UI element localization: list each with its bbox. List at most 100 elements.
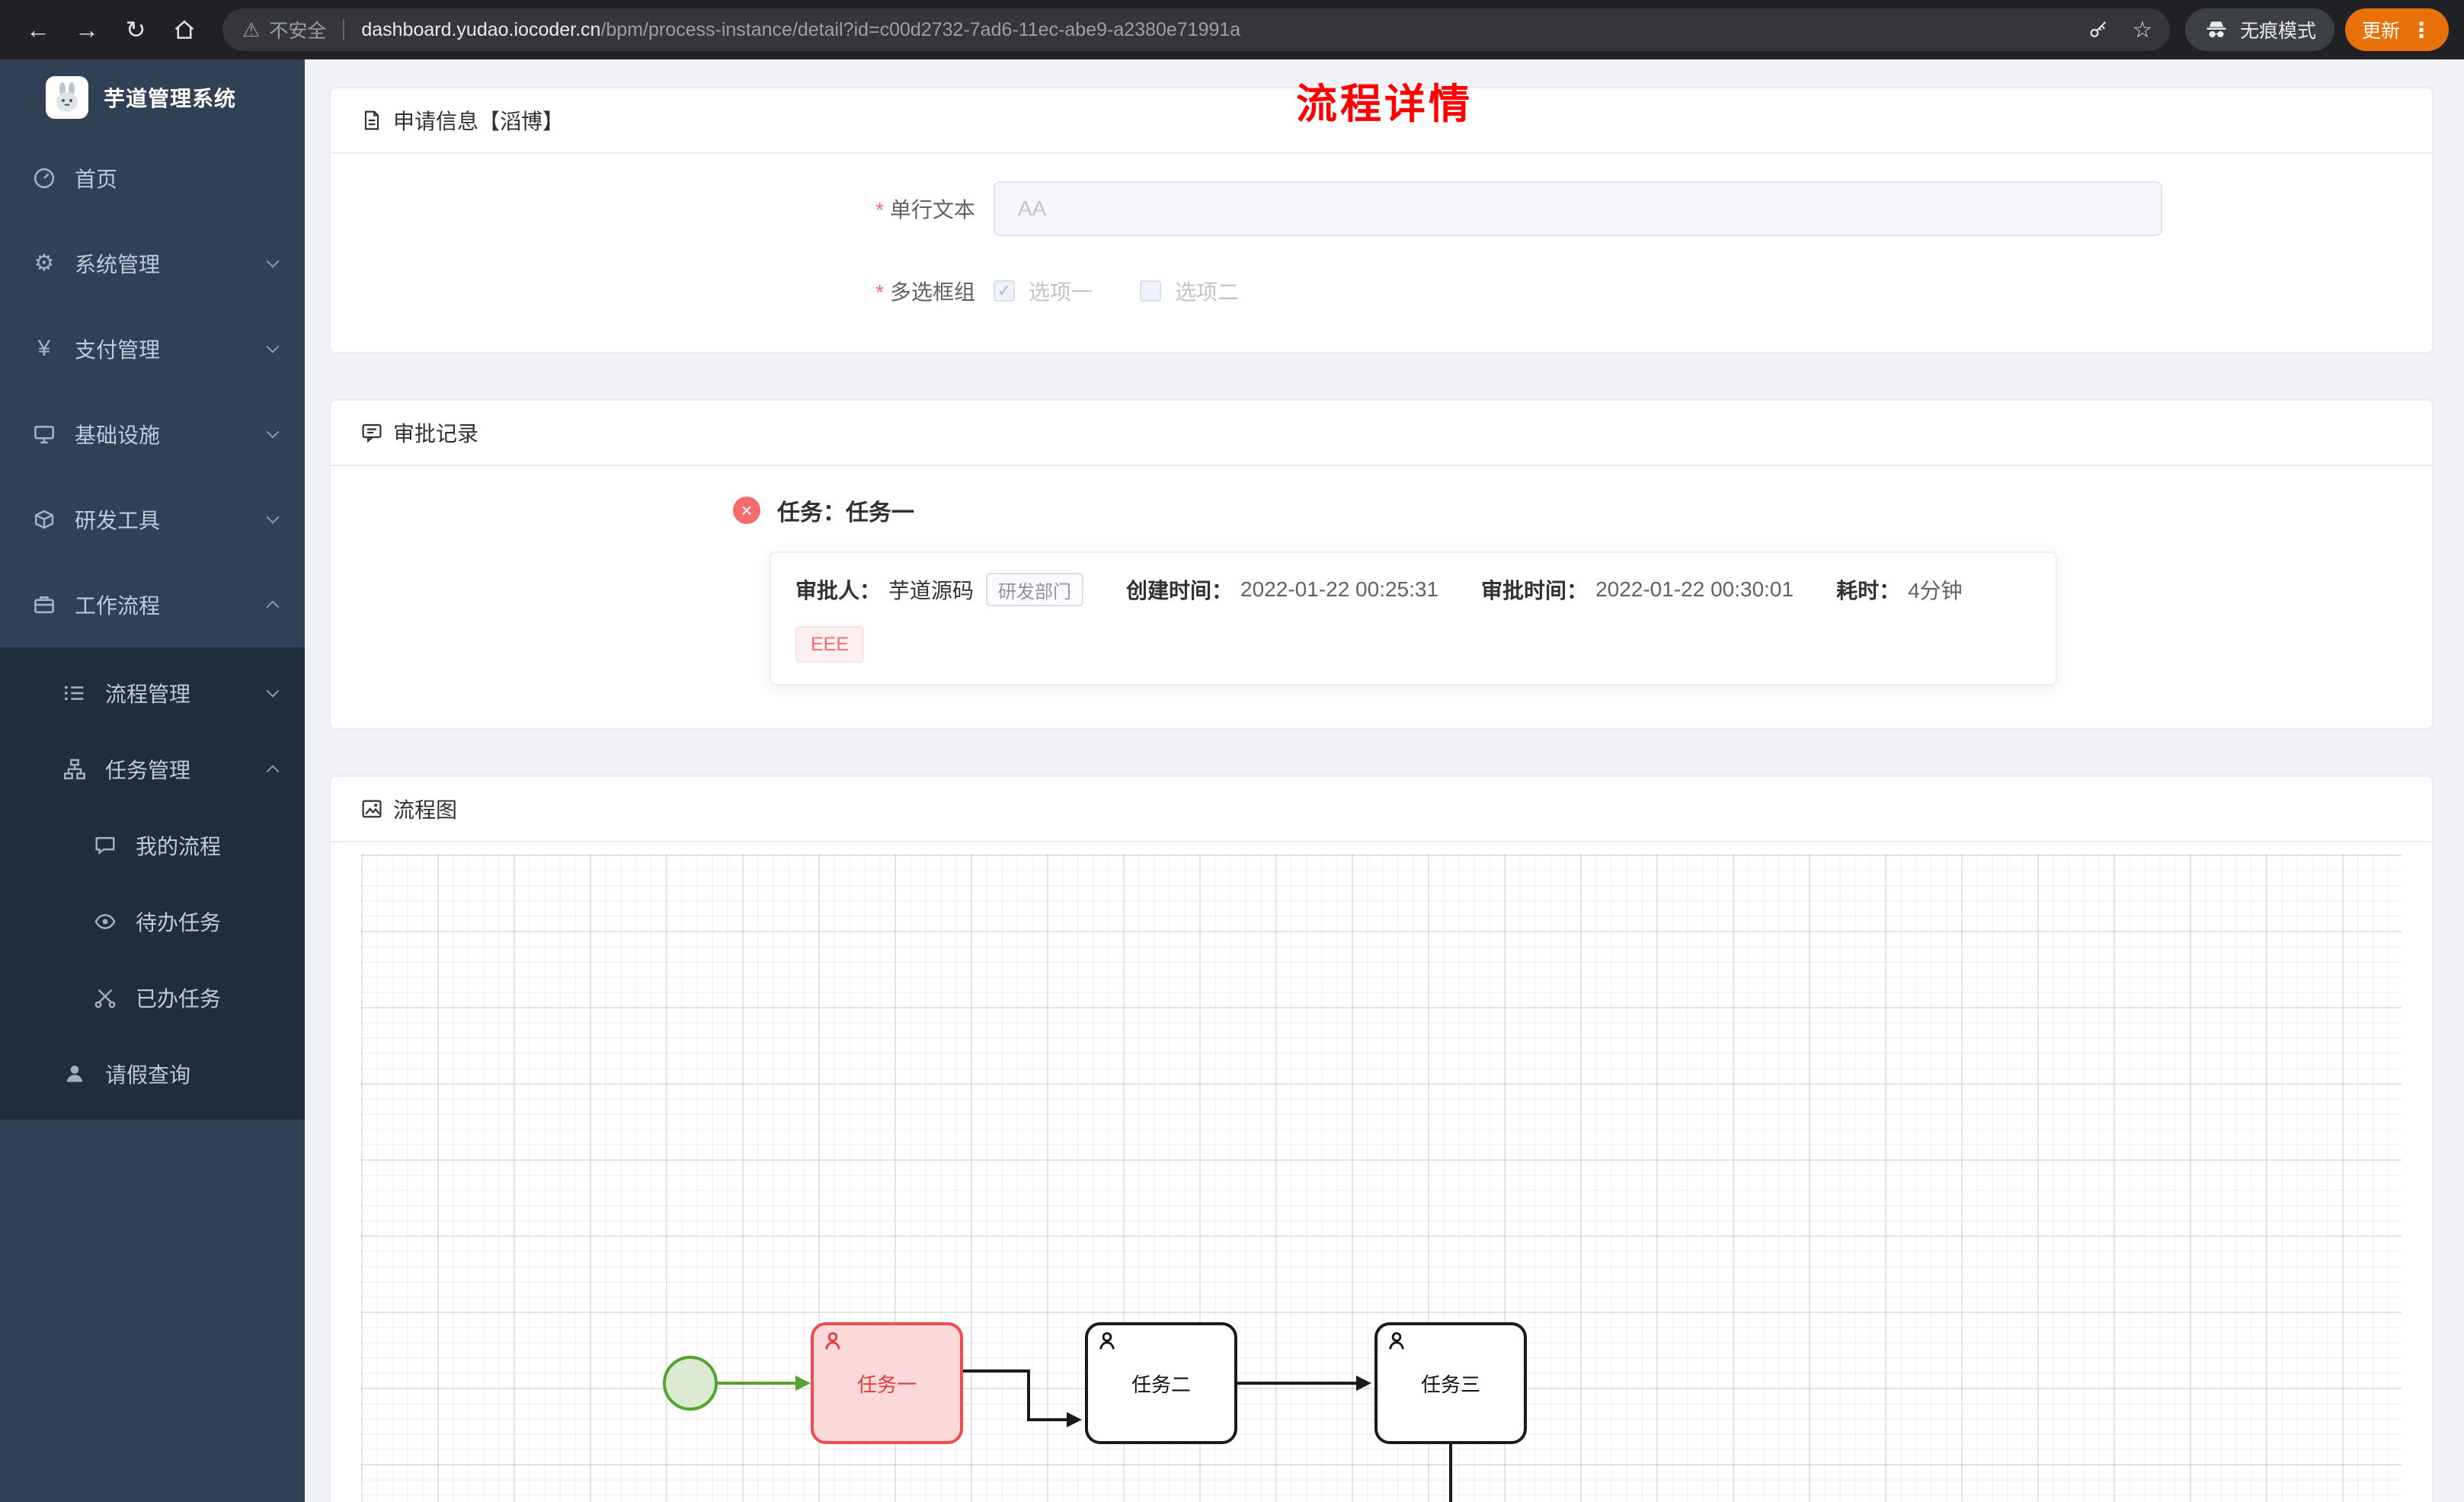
dashboard-icon [32,167,56,190]
task-label: 任务三 [1420,1373,1480,1396]
comment-icon [93,834,117,857]
back-icon[interactable]: ← [26,15,50,43]
duration-value: 4分钟 [1908,579,1963,602]
browser-toolbar: ← → ↻ ⚠ 不安全 dashboard.yudao.iocoder.cn/b… [0,0,2464,59]
approval-record-card: 审批记录 × 任务：任务一 审批人： 芋道源码 研发部门 创建时间： 2022-… [329,399,2434,730]
main-content: 流程详情 申请信息【滔博】 *单行文本 *多选框组 ✓ 选项一 选项二 [305,59,2464,1502]
sidebar-item-infrastructure[interactable]: 基础设施 [0,391,305,477]
sidebar-item-leave-query[interactable]: 请假查询 [0,1036,305,1112]
gear-icon: ⚙ [34,251,55,276]
briefcase-icon [32,593,56,616]
approval-meta-row: 审批人： 芋道源码 研发部门 创建时间： 2022-01-22 00:25:31… [795,573,2031,606]
timeline-task: × 任务：任务一 [733,494,2402,527]
field-label-text: 多选框组 [889,280,975,304]
approval-record-body: × 任务：任务一 审批人： 芋道源码 研发部门 创建时间： 2022-01-22… [331,466,2432,728]
app-title: 芋道管理系统 [104,87,237,110]
process-diagram-header: 流程图 [331,777,2432,842]
sidebar-item-label: 支付管理 [75,338,161,362]
browser-menu-icon[interactable]: ⋮ [2411,18,2432,42]
user-icon [62,1063,87,1085]
apply-info-body: *单行文本 *多选框组 ✓ 选项一 选项二 [331,154,2432,352]
update-label: 更新 [2361,21,2400,42]
task-rejected-icon: × [733,497,760,524]
password-key-icon[interactable] [2078,10,2118,50]
sidebar-item-my-process[interactable]: 我的流程 [0,807,305,884]
approver-label: 审批人： [795,579,882,602]
approval-record-header: 审批记录 [331,401,2432,466]
dept-tag: 研发部门 [986,573,1084,606]
sidebar-item-payment[interactable]: ¥ 支付管理 [0,306,305,391]
create-time-meta: 创建时间： 2022-01-22 00:25:31 [1126,574,1438,605]
card-title: 审批记录 [393,422,479,446]
bookmark-star-icon[interactable]: ☆ [2132,17,2153,43]
scissors-icon [93,986,117,1009]
single-line-text-input[interactable] [994,181,2162,236]
refresh-icon[interactable]: ↻ [125,16,146,43]
bpmn-canvas[interactable]: 任务一 任务二 任务三 [361,855,2402,1502]
sidebar-item-task-mgmt[interactable]: 任务管理 [0,731,305,807]
sidebar-item-todo-tasks[interactable]: 待办任务 [0,884,305,960]
bpmn-task-1[interactable]: 任务一 [811,1322,963,1444]
user-task-icon [1385,1330,1408,1353]
sidebar-item-label: 已办任务 [136,987,222,1011]
approve-time-label: 审批时间： [1481,579,1589,602]
update-button[interactable]: 更新 ⋮ [2344,8,2449,51]
sidebar-item-label: 基础设施 [75,423,161,447]
card-title: 申请信息【滔博】 [393,110,565,133]
chevron-down-icon [266,254,280,268]
bpmn-task-3[interactable]: 任务三 [1374,1322,1527,1444]
not-secure-warning-icon: ⚠ [242,18,261,41]
sidebar-item-label: 工作流程 [75,594,161,618]
checkbox-option2[interactable] [1140,280,1162,302]
checkbox-option1[interactable]: ✓ [994,280,1015,302]
approve-time-value: 2022-01-22 00:30:01 [1595,577,1794,601]
sidebar-item-done-tasks[interactable]: 已办任务 [0,960,305,1036]
url-host: dashboard.yudao.iocoder.cn [361,18,601,40]
yen-icon: ¥ [37,336,51,361]
url-text: dashboard.yudao.iocoder.cn/bpm/process-i… [361,19,2069,41]
sidebar-item-devtools[interactable]: 研发工具 [0,477,305,562]
task-title: 任务：任务一 [777,500,914,526]
checkbox-option1-label: 选项一 [1029,280,1093,304]
url-path: /bpm/process-instance/detail?id=c00d2732… [600,18,1241,40]
sidebar-item-home[interactable]: 首页 [0,136,305,221]
home-icon[interactable] [162,7,207,53]
omnibox-divider [343,19,345,40]
forward-icon[interactable]: → [75,15,99,43]
security-label: 不安全 [269,21,327,42]
create-time-label: 创建时间： [1126,579,1234,602]
process-diagram-card: 流程图 任务一 [329,775,2434,1502]
incognito-spy-icon [2203,17,2229,43]
checkbox-option2-label: 选项二 [1175,280,1240,304]
approve-time-meta: 审批时间： 2022-01-22 00:30:01 [1481,574,1794,605]
diagram-icon [361,798,382,820]
duration-label: 耗时： [1836,579,1901,602]
sidebar-item-label: 待办任务 [136,911,222,935]
bpmn-task-2[interactable]: 任务二 [1085,1322,1237,1444]
field-label: *多选框组 [361,276,994,306]
list-icon [62,682,87,705]
sidebar-item-label: 系统管理 [75,253,161,276]
app-logo[interactable]: 芋道管理系统 [0,59,305,136]
task-label: 任务一 [856,1373,917,1396]
apply-info-header: 申请信息【滔博】 [331,88,2432,154]
chevron-down-icon [266,684,280,698]
eye-icon [93,910,117,933]
page-title: 流程详情 [1296,81,1473,127]
sidebar-item-system[interactable]: ⚙ 系统管理 [0,221,305,306]
user-task-icon [1096,1330,1118,1353]
tree-icon [62,758,87,781]
sidebar-item-process-mgmt[interactable]: 流程管理 [0,655,305,731]
sidebar-item-label: 研发工具 [75,509,161,532]
bpmn-sequence-flows [718,1369,1452,1502]
comment-tag: EEE [795,626,865,663]
sidebar-item-workflow[interactable]: 工作流程 [0,562,305,647]
bpmn-start-event[interactable] [663,1356,718,1411]
create-time-value: 2022-01-22 00:25:31 [1240,577,1439,601]
required-asterisk: * [875,198,884,222]
document-icon [361,110,382,131]
sidebar-item-label: 首页 [75,168,118,191]
address-bar[interactable]: ⚠ 不安全 dashboard.yudao.iocoder.cn/bpm/pro… [222,8,2170,51]
process-diagram-body: 任务一 任务二 任务三 [331,842,2432,1502]
incognito-badge: 无痕模式 [2184,8,2334,51]
